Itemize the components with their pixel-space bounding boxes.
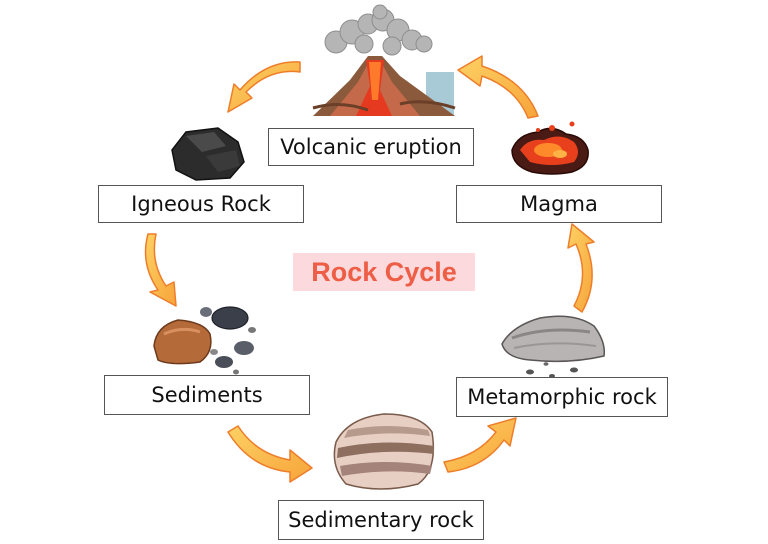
magma-icon <box>511 121 589 175</box>
diagram-title: Rock Cycle <box>293 253 475 291</box>
label-igneous-rock: Igneous Rock <box>98 185 304 223</box>
igneous-rock-icon <box>171 127 245 181</box>
volcano-icon <box>312 4 456 116</box>
sediments-icon <box>153 306 256 375</box>
arrow-sediments-to-sedimentary <box>227 425 313 483</box>
metamorphic-rock-icon <box>501 315 606 378</box>
arrow-volcano-to-igneous <box>227 61 301 113</box>
arrow-igneous-to-sediments <box>144 233 177 307</box>
label-sediments: Sediments <box>104 375 310 415</box>
label-metamorphic-rock: Metamorphic rock <box>456 377 668 417</box>
label-volcanic-eruption: Volcanic eruption <box>268 128 474 166</box>
arrow-sedimentary-to-metamorphic <box>443 417 517 473</box>
arrow-metamorphic-to-magma <box>567 223 595 313</box>
arrow-magma-to-volcano <box>457 55 539 119</box>
label-sedimentary-rock: Sedimentary rock <box>278 500 484 540</box>
sedimentary-rock-icon <box>333 413 435 490</box>
label-magma: Magma <box>456 185 662 223</box>
